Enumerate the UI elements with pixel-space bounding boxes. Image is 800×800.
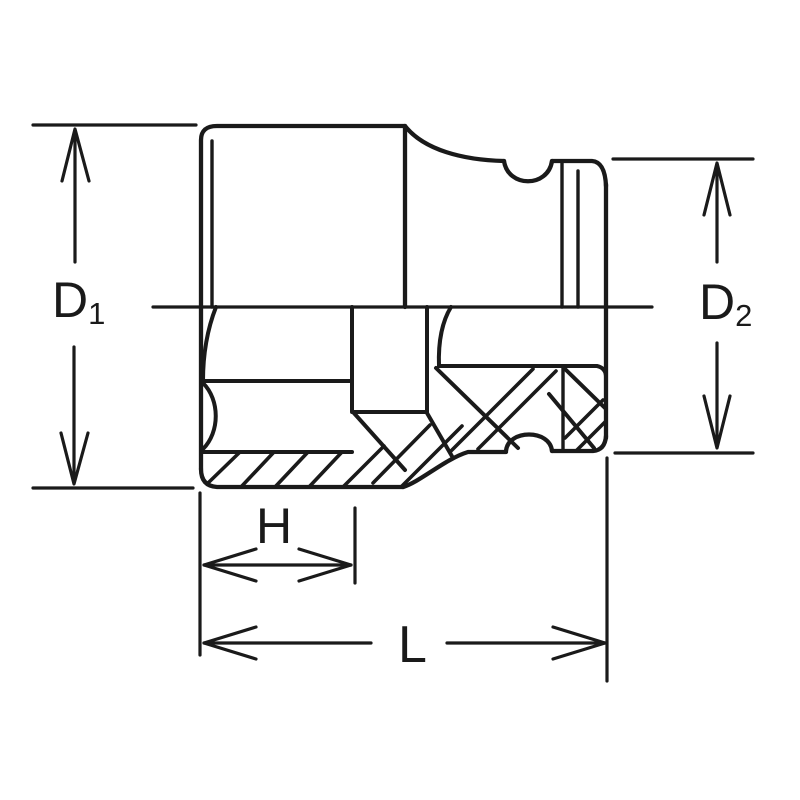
l-arrow-right-head — [551, 625, 607, 661]
d1-arrow-down-head — [59, 431, 90, 486]
hex-mouth-arc-lower — [201, 381, 218, 451]
hatch-line — [205, 450, 242, 486]
label-h: H — [256, 498, 292, 554]
dimension-labels: D1 D2 H L — [52, 272, 752, 674]
hatch-line — [448, 367, 535, 454]
h-arrow-left-head — [202, 547, 258, 583]
hatch-line — [307, 450, 344, 489]
hex-cone-edge — [351, 410, 407, 472]
hatch-line — [399, 424, 464, 489]
hatch-line — [371, 423, 432, 485]
hatch-line — [273, 450, 310, 489]
hatch-line — [341, 444, 386, 489]
hex-end-pocket — [350, 305, 429, 414]
socket-outer-profile — [198, 123, 609, 490]
dimension-d1 — [31, 123, 198, 490]
drawing-root — [31, 123, 755, 683]
d2-arrow-up-head — [702, 161, 732, 217]
shoulder-curve-bottom — [400, 449, 509, 490]
dimension-h — [198, 491, 357, 657]
section-hatch-lines — [205, 367, 608, 489]
nose-top-edge — [549, 158, 609, 189]
dimension-d2 — [611, 157, 755, 455]
h-arrow-right-head — [297, 547, 353, 583]
label-d1: D1 — [52, 272, 105, 331]
dimension-l — [202, 456, 609, 683]
shoulder-curve-top — [402, 123, 507, 164]
ring-groove-bottom — [503, 432, 555, 454]
square-hole-wall-line — [437, 364, 608, 379]
hatch-line — [575, 419, 608, 452]
square-hole-end-curve — [436, 305, 453, 368]
hatch-line — [476, 369, 558, 451]
label-l: L — [398, 616, 427, 674]
square-hole-cone-edge — [434, 366, 520, 450]
hatch-line — [239, 450, 276, 489]
hatch-line — [563, 398, 605, 440]
socket-inner-edges — [210, 139, 580, 452]
section-interior-lines — [201, 305, 608, 472]
l-arrow-left-head — [202, 625, 258, 661]
d2-arrow-down-head — [702, 394, 732, 450]
nose-bottom-corner — [549, 433, 609, 454]
label-d2: D2 — [699, 274, 752, 333]
body-left-top-edge — [198, 123, 408, 472]
hex-mouth-arc-upper — [201, 305, 218, 383]
ring-groove-top — [501, 158, 555, 184]
pocket-cone-edge — [425, 411, 455, 460]
d1-arrow-up-head — [60, 127, 91, 183]
